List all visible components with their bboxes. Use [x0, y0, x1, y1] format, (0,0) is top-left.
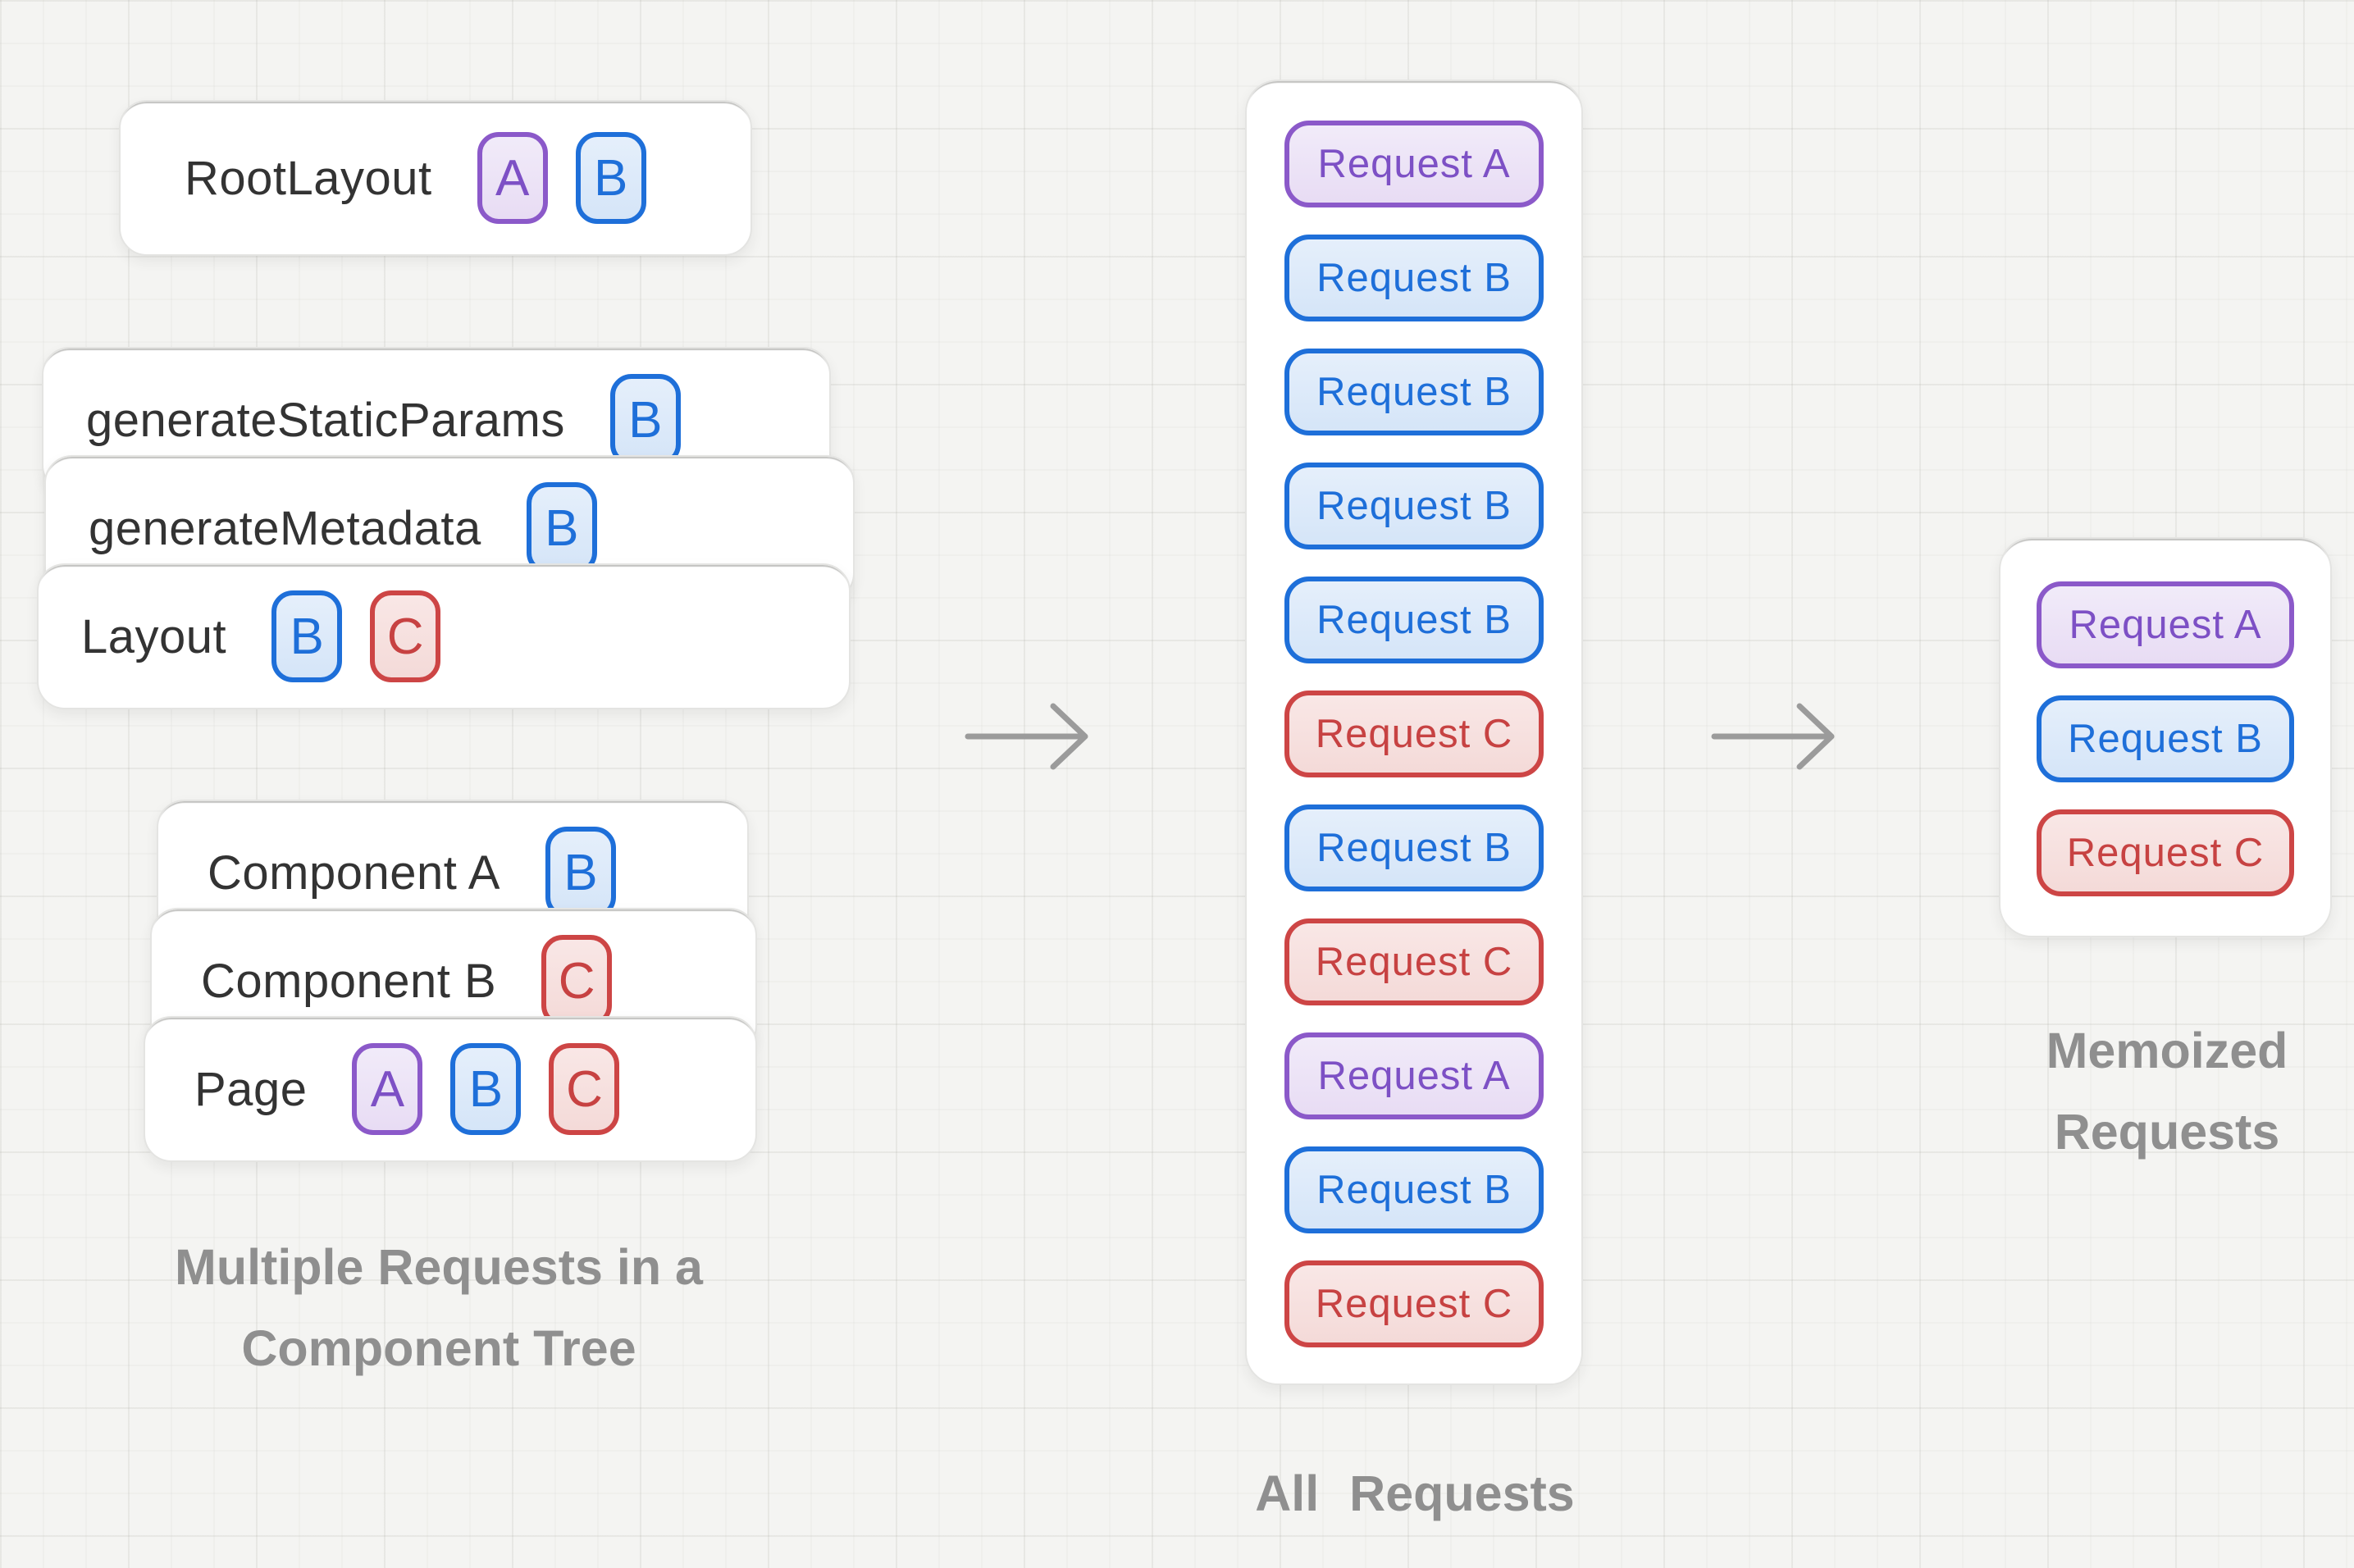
caption-memoized-requests: Memoized Requests	[1962, 1010, 2354, 1173]
arrow-right-icon	[1711, 703, 1835, 770]
caption-line: Multiple Requests in a	[175, 1239, 703, 1295]
card-title: generateMetadata	[89, 501, 481, 555]
badge-c: C	[370, 590, 441, 682]
request-pill-request-b: Request B	[1284, 805, 1544, 891]
badge-a: A	[477, 132, 548, 224]
request-pill-request-b: Request B	[1284, 1146, 1544, 1233]
caption-line: Requests	[2054, 1104, 2280, 1160]
request-pill-request-a: Request A	[1284, 121, 1544, 207]
badge-b: B	[271, 590, 343, 682]
request-pill-request-b: Request B	[1284, 577, 1544, 663]
caption-all-requests: All Requests	[1255, 1465, 1575, 1521]
card-title: Component A	[208, 846, 500, 900]
request-pill-request-c: Request C	[2037, 809, 2294, 896]
badge-group: B	[609, 374, 681, 466]
card-title: RootLayout	[185, 151, 432, 205]
caption-line: Memoized	[2046, 1023, 2288, 1078]
caption-multiple-requests: Multiple Requests in a Component Tree	[78, 1227, 800, 1389]
badge-group: B	[545, 827, 616, 918]
request-pill-request-b: Request B	[1284, 349, 1544, 435]
request-pill-request-b: Request B	[2037, 695, 2294, 782]
badge-b: B	[545, 827, 616, 918]
badge-b: B	[526, 482, 597, 574]
request-pill-request-a: Request A	[2037, 581, 2294, 668]
request-pill-request-c: Request C	[1284, 918, 1544, 1005]
request-pill-request-b: Request B	[1284, 463, 1544, 549]
badge-group: C	[541, 935, 613, 1027]
memoized-requests-card: Request A Request B Request C	[1999, 537, 2332, 937]
all-requests-card: Request A Request B Request B Request B Requ…	[1245, 80, 1583, 1385]
arrow-right-icon	[965, 703, 1088, 770]
card-title: Layout	[81, 609, 227, 663]
badge-b: B	[450, 1043, 522, 1135]
card-title: Component B	[201, 954, 497, 1008]
request-pill-request-c: Request C	[1284, 691, 1544, 777]
caption-line: Component Tree	[241, 1320, 636, 1376]
card-title: generateStaticParams	[86, 393, 565, 447]
badge-c: C	[541, 935, 613, 1027]
badge-a: A	[352, 1043, 423, 1135]
badge-group: B	[526, 482, 597, 574]
request-pill-request-b: Request B	[1284, 235, 1544, 321]
badge-c: C	[549, 1043, 620, 1135]
request-pill-request-a: Request A	[1284, 1032, 1544, 1119]
badge-b: B	[575, 132, 646, 224]
card-title: Page	[194, 1062, 308, 1116]
badge-b: B	[609, 374, 681, 466]
request-pill-request-c: Request C	[1284, 1260, 1544, 1347]
